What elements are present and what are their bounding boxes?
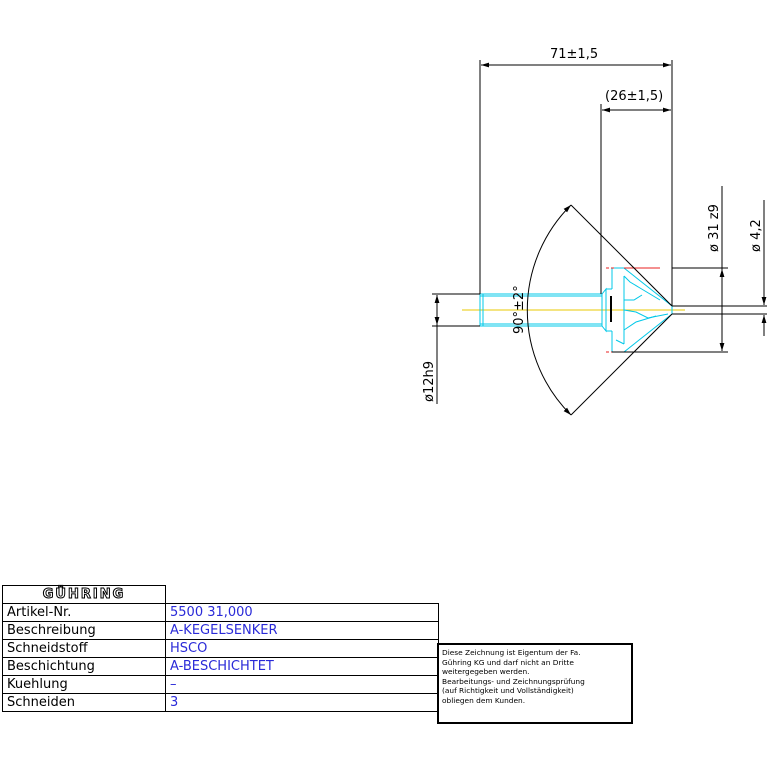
notice-line: Bearbeitungs- und Zeichnungsprüfung	[442, 676, 585, 686]
notice-line: Diese Zeichnung ist Eigentum der Fa.	[442, 648, 581, 657]
row-label: Beschichtung	[2, 657, 166, 676]
dim-shank-diameter	[432, 293, 480, 404]
row-label: Schneidstoff	[2, 639, 166, 658]
table-row: Beschreibung A-KEGELSENKER	[2, 621, 439, 640]
cone-upper	[611, 267, 673, 307]
row-value: 5500 31,000	[165, 603, 439, 622]
dim-angle	[526, 204, 673, 416]
notice-line: obliegen dem Kunden.	[442, 695, 526, 705]
row-value: –	[165, 675, 439, 694]
dim-cone-length	[600, 104, 673, 294]
dim-overall-length	[479, 60, 673, 306]
row-value: 3	[165, 693, 439, 712]
table-row: Beschichtung A-BESCHICHTET	[2, 657, 439, 676]
hole-diameter-label: ø 4,2	[749, 219, 764, 252]
shank	[479, 293, 603, 327]
angle-label: 90°±2°	[512, 285, 527, 334]
logo-cell: GÜHRING	[2, 585, 166, 604]
guehring-logo: GÜHRING	[42, 587, 126, 603]
row-label: Beschreibung	[2, 621, 166, 640]
major-diameter-label: ø 31 z9	[707, 204, 722, 252]
table-row: Schneidstoff HSCO	[2, 639, 439, 658]
table-row: Kuehlung –	[2, 675, 439, 694]
dim-hole-diameter	[672, 200, 767, 336]
row-value: A-KEGELSENKER	[165, 621, 439, 640]
notice-line: Gühring KG und darf nicht an Dritte	[442, 657, 574, 667]
dim-major-diameter	[612, 186, 728, 353]
table-row: Artikel-Nr. 5500 31,000	[2, 603, 439, 622]
title-block: GÜHRING Artikel-Nr. 5500 31,000 Beschrei…	[2, 585, 439, 712]
overall-length-label: 71±1,5	[550, 47, 598, 62]
row-value: A-BESCHICHTET	[165, 657, 439, 676]
logo-spacer	[165, 585, 439, 604]
row-label: Kuehlung	[2, 675, 166, 694]
row-value: HSCO	[165, 639, 439, 658]
notice-line: (auf Richtigkeit und Vollständigkeit)	[442, 686, 574, 696]
notice-line: weitergegeben werden.	[442, 667, 530, 677]
shank-diameter-label: ø12h9	[422, 361, 437, 402]
row-label: Artikel-Nr.	[2, 603, 166, 622]
row-label: Schneiden	[2, 693, 166, 712]
cone-length-label: (26±1,5)	[605, 89, 663, 104]
ownership-notice: Diese Zeichnung ist Eigentum der Fa. Güh…	[437, 643, 633, 724]
table-row: Schneiden 3	[2, 693, 439, 712]
